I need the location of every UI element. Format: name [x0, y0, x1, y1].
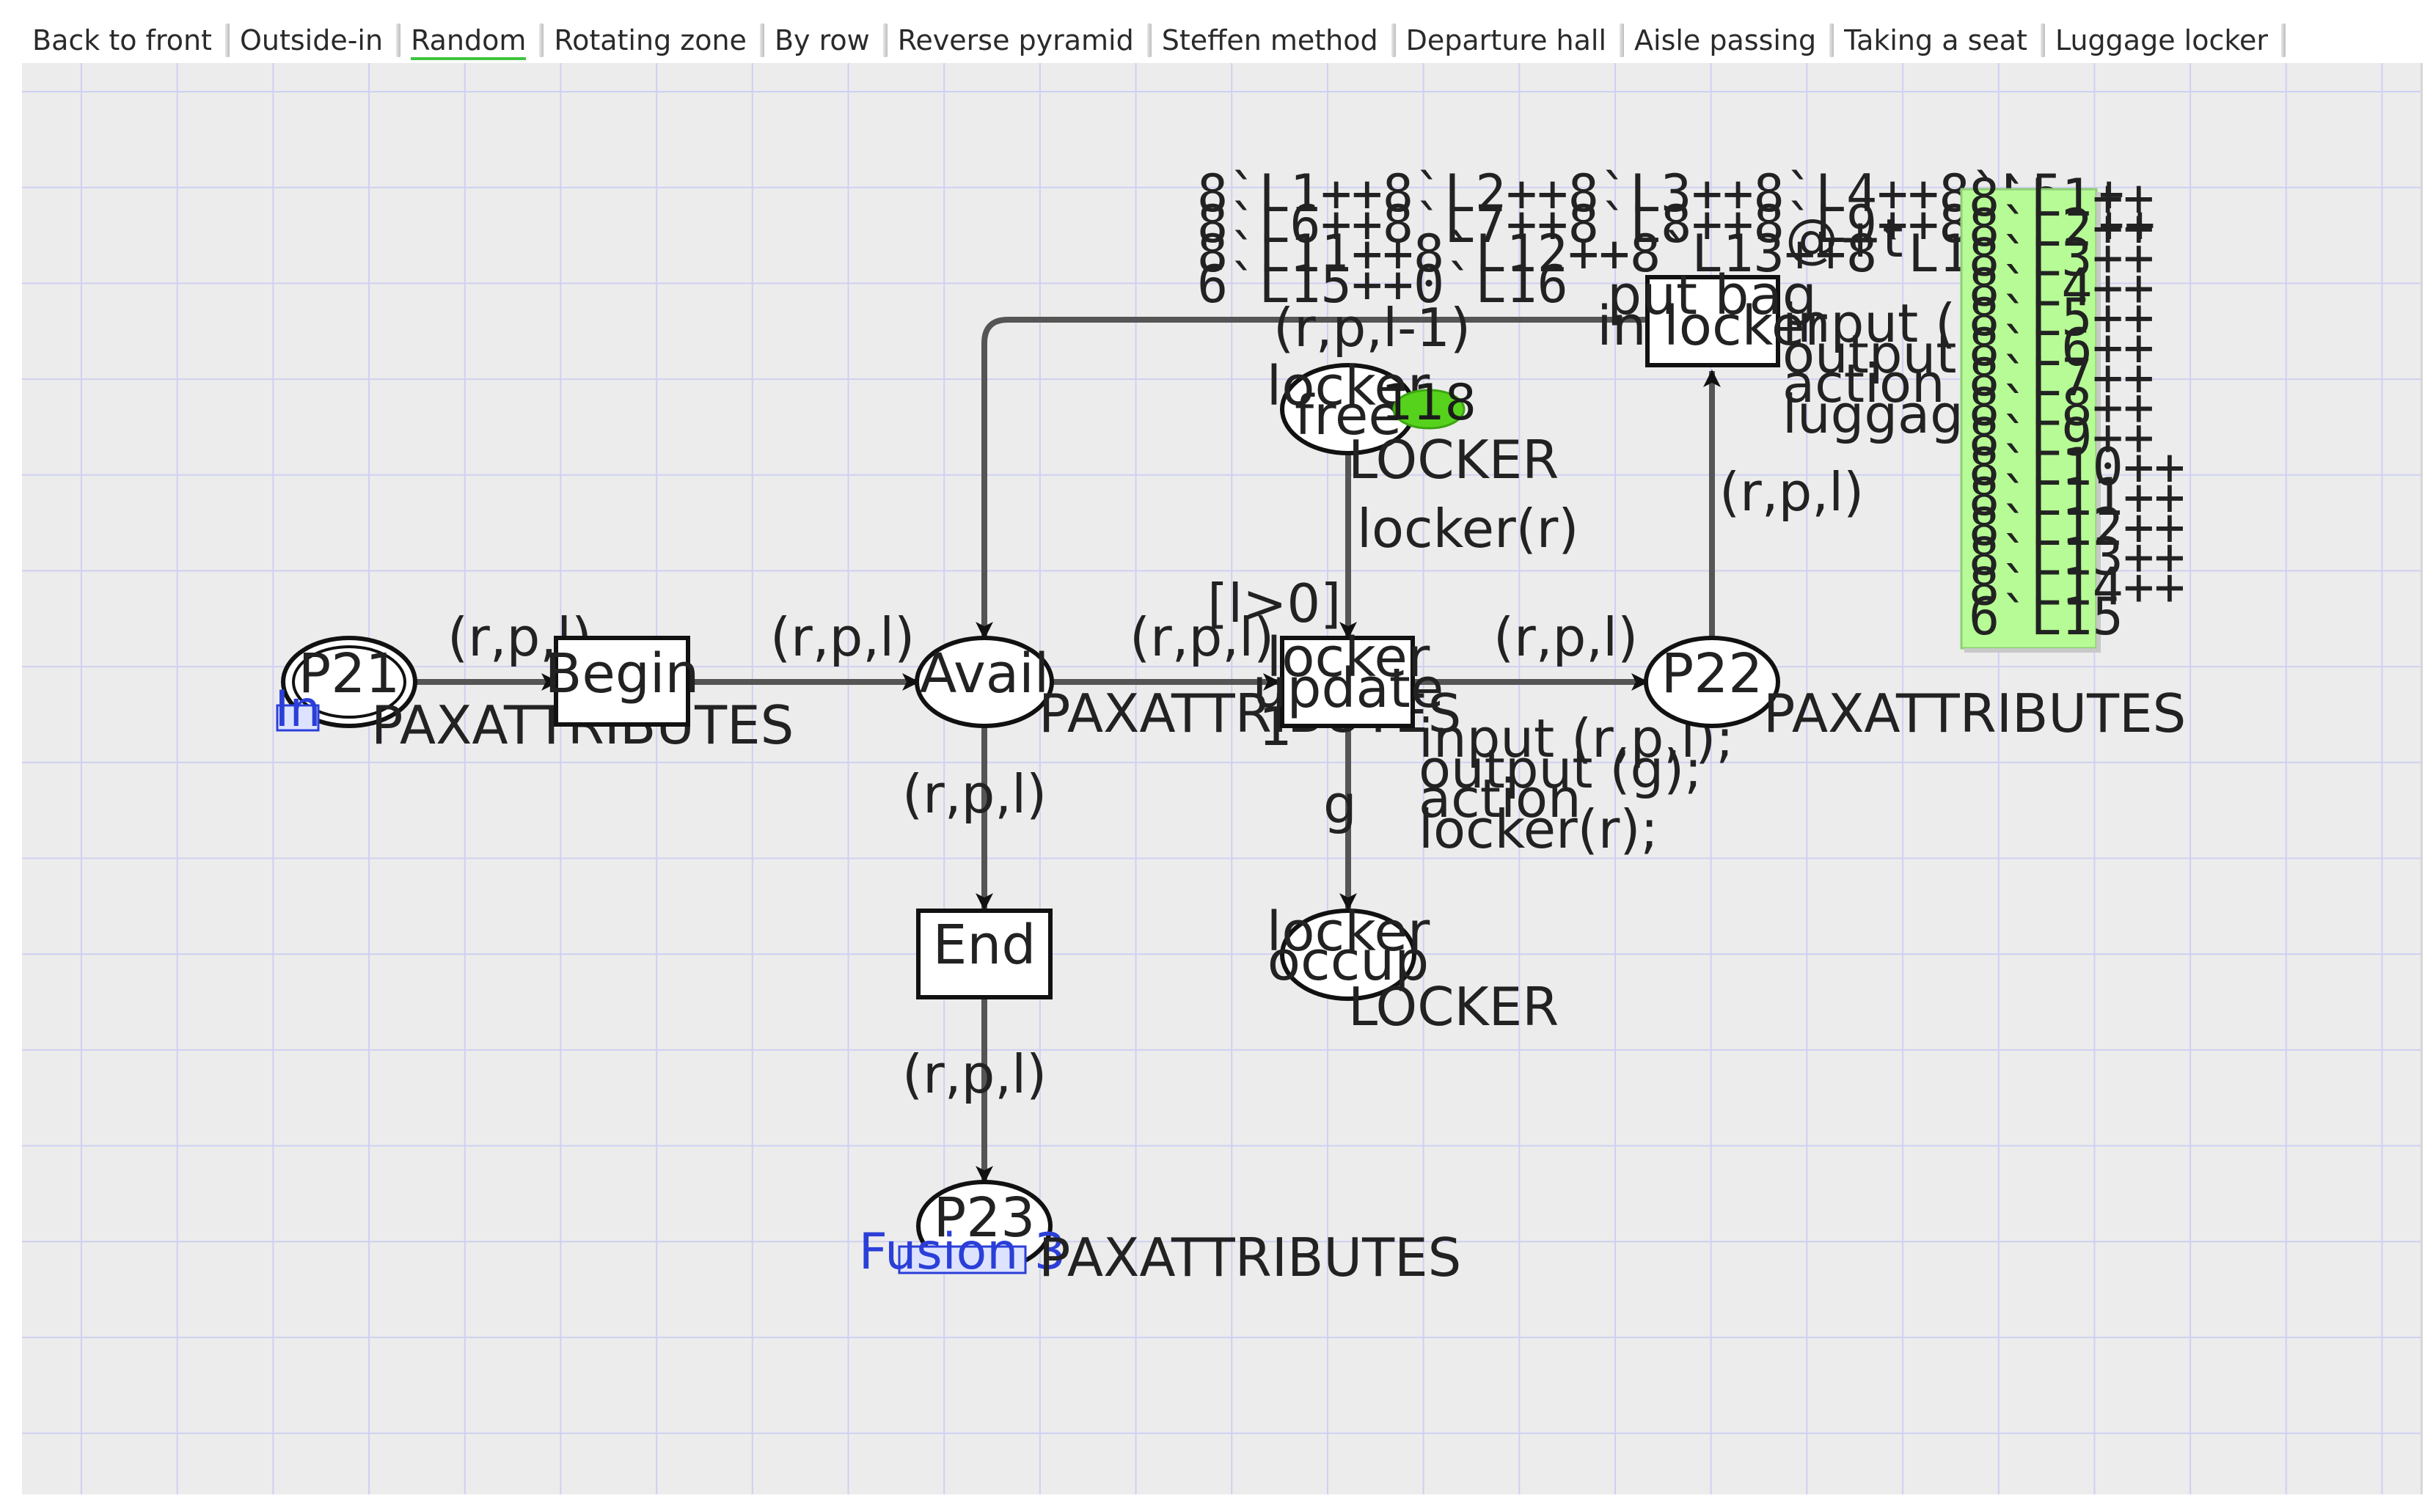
place-locker-occup-label-1: locker — [1267, 900, 1430, 964]
tab-departure-hall[interactable]: Departure hall — [1396, 19, 1625, 62]
place-p22-label: P22 — [1661, 642, 1763, 705]
place-p23-label: P23 — [934, 1186, 1036, 1249]
tab-label: Back to front — [32, 24, 212, 56]
tab-by-row[interactable]: By row — [764, 19, 888, 62]
fusion-tag-label: Fusion 3 — [859, 1223, 1066, 1281]
current-marking-line: 8`L6++ — [1969, 318, 2154, 378]
current-marking-line: 8`L3++ — [1969, 228, 2154, 288]
tab-label: By row — [774, 24, 870, 56]
port-tag-in: In — [274, 680, 321, 738]
current-marking-box[interactable]: 8`L1++8`L2++8`L3++8`L4++8`L5++8`L6++8`L7… — [1960, 168, 2185, 653]
current-marking-line: 8`L10++ — [1969, 437, 2185, 497]
tab-taking-a-seat[interactable]: Taking a seat — [1834, 19, 2045, 62]
current-marking-line: 8`L7++ — [1969, 348, 2154, 408]
tab-aisle-passing[interactable]: Aisle passing — [1624, 19, 1834, 62]
petri-net-canvas[interactable]: (r,p,l) (r,p,l) (r,p,l) (r,p,l) (r,p,l) … — [22, 63, 2423, 1494]
tab-rotating-zone[interactable]: Rotating zone — [544, 19, 764, 62]
token-count-badge[interactable]: 118 — [1381, 374, 1477, 432]
place-p23-colorset: PAXATTRIBUTES — [1039, 1227, 1461, 1288]
current-marking-line: 8`L1++ — [1969, 168, 2154, 228]
place-p22[interactable]: P22 — [1644, 636, 1780, 728]
transition-locker-update-label-2: update — [1253, 657, 1444, 720]
code-line: action — [1419, 768, 1581, 829]
transition-put-bag-label-1: put bag — [1607, 264, 1817, 327]
transition-put-bag-label-2: in locker — [1597, 295, 1827, 358]
arcs — [415, 317, 1721, 1183]
transition-end[interactable]: End — [916, 909, 1053, 999]
current-marking-line: 8`L11++ — [1969, 467, 2185, 527]
tab-label: Reverse pyramid — [897, 24, 1134, 56]
code-line: locker(r); — [1419, 799, 1658, 860]
place-locker-free-colorset: LOCKER — [1348, 429, 1559, 491]
current-marking-line: 8`L4++ — [1969, 257, 2154, 318]
fusion-tag-box — [898, 1245, 1027, 1274]
tab-label: Rotating zone — [554, 24, 747, 56]
place-locker-occup[interactable]: locker occup — [1267, 900, 1430, 1001]
tab-label: Departure hall — [1405, 24, 1607, 56]
place-p21-label: P21 — [299, 642, 400, 705]
tab-random[interactable]: Random — [400, 19, 544, 62]
tab-label: Taking a seat — [1844, 24, 2027, 56]
tab-outside-in[interactable]: Outside-in — [230, 19, 401, 62]
transition-end-label: End — [933, 914, 1036, 977]
transition-delay: @+t — [1785, 208, 1903, 269]
initial-marking-line: 8`L11++8`L12++8`L13++8`L14++ — [1197, 224, 2063, 284]
transition-put-bag-in-locker[interactable]: put bag in locker — [1597, 264, 1827, 367]
port-tag-box — [276, 704, 320, 732]
token-count: 118 — [1381, 374, 1477, 432]
current-marking-line: 8`L8++ — [1969, 378, 2154, 438]
arc-put-bag-avail[interactable] — [976, 317, 1647, 639]
code-line: action — [1782, 353, 1945, 414]
tab-highlight-underline — [411, 57, 527, 60]
place-locker-occup-colorset: LOCKER — [1348, 976, 1559, 1038]
tab-label: Steffen method — [1161, 24, 1378, 56]
current-marking-line: 8`L2++ — [1969, 198, 2154, 258]
transition-locker-update-label-1: locker — [1267, 626, 1430, 689]
transition-guard: [l>0] — [1207, 573, 1341, 634]
current-marking-line: 8`L9++ — [1969, 407, 2154, 467]
arc-label-p22-put-bag: (r,p,l) — [1719, 461, 1864, 523]
arc-label-avail-update: (r,p,l) — [1130, 606, 1274, 668]
transition-locker-update[interactable]: locker update — [1253, 626, 1444, 728]
tab-label: Aisle passing — [1634, 24, 1817, 56]
tab-reverse-pyramid[interactable]: Reverse pyramid — [888, 19, 1152, 62]
arc-label-put-bag-avail: (r,p,l-1) — [1273, 297, 1471, 359]
current-marking-line: 8`L12++ — [1969, 497, 2185, 557]
arc-label-avail-end: (r,p,l) — [902, 763, 1047, 825]
arc-label-update-p22: (r,p,l) — [1493, 606, 1638, 668]
code-segment-locker-update: input (r,p,l); output (g); action locker… — [1419, 708, 1734, 860]
place-locker-occup-label-2: occup — [1267, 930, 1430, 993]
code-line: output (g); — [1419, 738, 1702, 800]
place-locker-free-label-2: free — [1295, 384, 1402, 447]
place-avail-label: Avail — [920, 642, 1050, 705]
place-locker-free[interactable]: locker free — [1267, 355, 1430, 455]
tab-luggage-locker[interactable]: Luggage locker — [2044, 19, 2286, 62]
current-marking-line: 8`L13++ — [1969, 527, 2185, 587]
place-avail[interactable]: Avail — [915, 636, 1054, 728]
transition-begin[interactable]: Begin — [545, 636, 700, 727]
tab-label: Outside-in — [239, 24, 384, 56]
arc-label-update-locker-occup: g — [1323, 774, 1357, 835]
current-marking-line: 8`L5++ — [1969, 287, 2154, 348]
arc-label-locker-free-update: locker(r) — [1357, 498, 1578, 559]
initial-marking-line: 6`L15++0`L16 — [1197, 254, 1568, 315]
place-p21[interactable]: P21 — [281, 636, 417, 728]
tab-back-to-front[interactable]: Back to front — [22, 19, 230, 62]
page-tab-bar: Back to front Outside-in Random Rotating… — [22, 19, 2421, 62]
transition-begin-label: Begin — [545, 642, 700, 705]
arc-label-end-p23: (r,p,l) — [902, 1043, 1047, 1105]
tab-label: Random — [411, 24, 527, 56]
tab-label: Luggage locker — [2055, 24, 2268, 56]
current-marking-line: 8`L14++ — [1969, 557, 2185, 617]
current-marking-line: 6`L15 — [1969, 587, 2123, 647]
tab-steffen-method[interactable]: Steffen method — [1152, 19, 1396, 62]
arc-label-begin-avail: (r,p,l) — [770, 606, 915, 668]
place-p22-colorset: PAXATTRIBUTES — [1763, 683, 2186, 744]
